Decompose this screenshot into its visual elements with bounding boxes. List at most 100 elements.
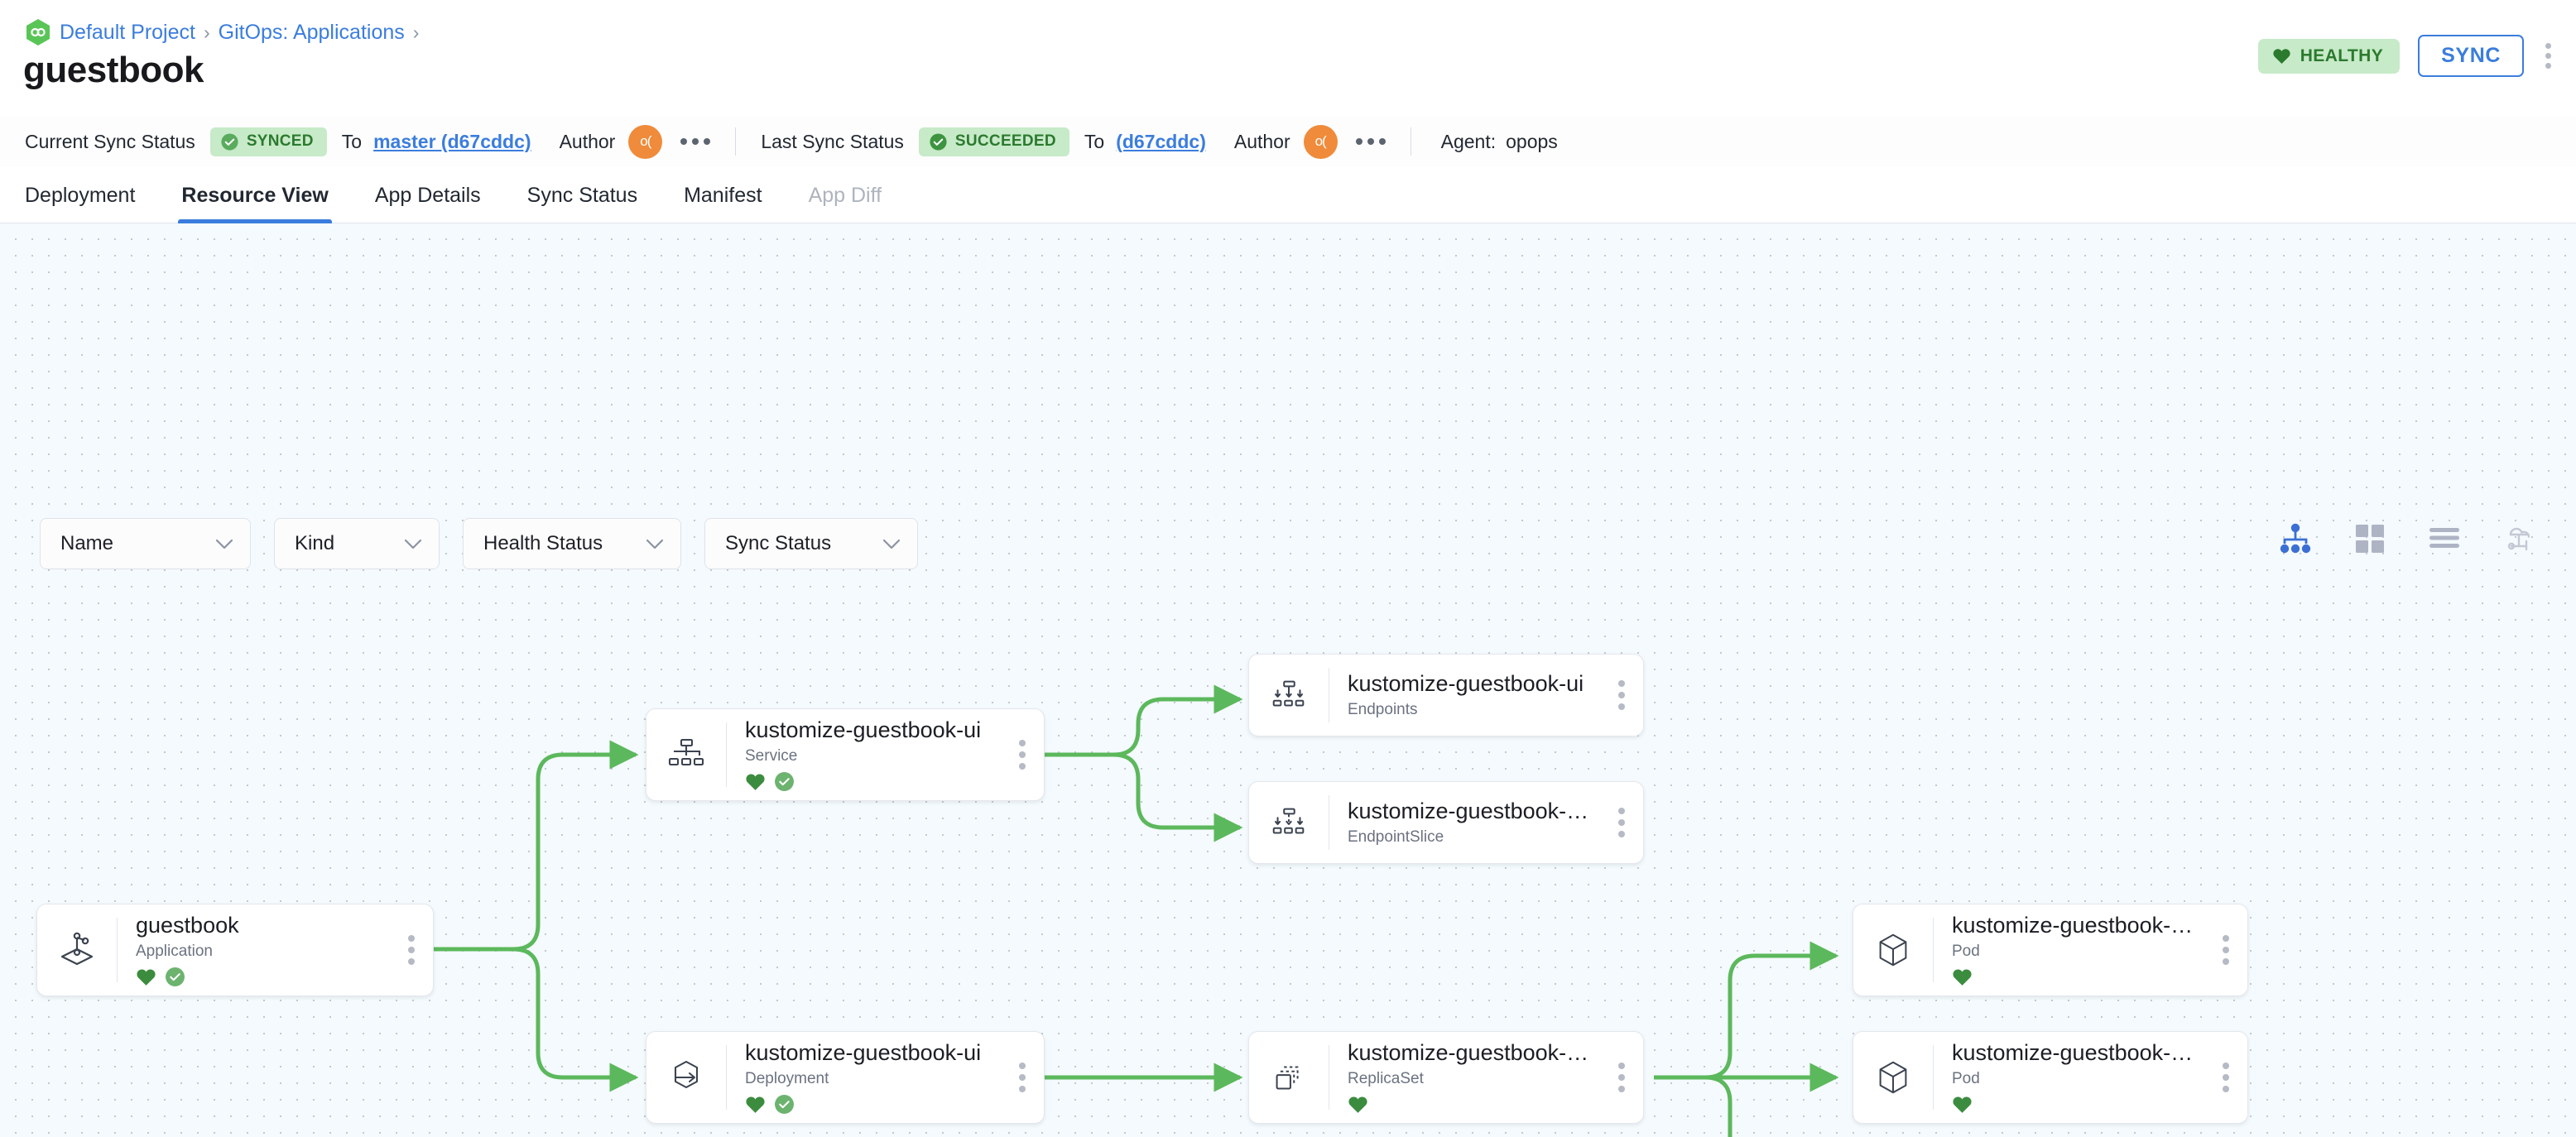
last-author-label: Author: [1233, 130, 1290, 152]
kebab-vertical-icon[interactable]: [1600, 808, 1643, 837]
breadcrumb-separator: ›: [412, 21, 420, 43]
chevron-down-icon: [882, 539, 901, 549]
divider: [117, 918, 118, 982]
sync-button[interactable]: SYNC: [2418, 35, 2524, 77]
filter-kind-label: Kind: [295, 532, 335, 554]
node-kind: Application: [136, 943, 213, 961]
filter-name[interactable]: Name: [40, 518, 251, 569]
last-sync-status-chip: SUCCEEDED: [918, 127, 1069, 156]
deployment-icon: [646, 1056, 726, 1099]
chevron-down-icon: [646, 539, 664, 549]
status-badge-healthy: HEALTHY: [2257, 38, 2401, 74]
resource-graph-canvas[interactable]: Name Kind Health Status Sync Status: [0, 223, 2576, 1137]
kebab-vertical-icon[interactable]: [2204, 1063, 2247, 1092]
service-icon: [646, 733, 726, 776]
last-revision-link[interactable]: (d67cddc): [1116, 130, 1206, 152]
heart-icon: [1348, 1096, 1367, 1113]
last-sync-status-label: Last Sync Status: [761, 130, 904, 152]
avatar: o(: [628, 124, 663, 159]
graph-node-pod[interactable]: kustomize-guestbook-ui-... Pod: [1853, 1031, 2248, 1124]
kebab-vertical-icon[interactable]: [1600, 680, 1643, 710]
heart-icon: [137, 969, 156, 986]
check-circle-icon: [166, 967, 185, 986]
filter-sync-status[interactable]: Sync Status: [704, 518, 918, 569]
project-logo-icon: [26, 19, 50, 46]
kebab-vertical-icon[interactable]: [2542, 40, 2554, 72]
grid-view-icon[interactable]: [2353, 521, 2387, 556]
node-status-badges: [136, 966, 382, 987]
current-to-label: To: [341, 130, 363, 152]
graph-node-pod[interactable]: kustomize-guestbook-ui-... Pod: [1853, 904, 2248, 996]
graph-node-deployment[interactable]: kustomize-guestbook-ui Deployment: [646, 1031, 1045, 1124]
kebab-horizontal-icon[interactable]: [680, 138, 711, 145]
node-kind: Pod: [1952, 943, 1980, 961]
graph-node-endpoints[interactable]: kustomize-guestbook-ui Endpoints: [1248, 654, 1644, 736]
filter-health-status-label: Health Status: [483, 532, 603, 554]
kebab-vertical-icon[interactable]: [1001, 1063, 1044, 1092]
graph-node-endpointslice[interactable]: kustomize-guestbook-ui-... EndpointSlice: [1248, 781, 1644, 864]
sync-status-bar: Current Sync Status SYNCED To master (d6…: [0, 116, 2576, 167]
node-kind: ReplicaSet: [1348, 1070, 1424, 1088]
divider: [735, 127, 737, 156]
node-kind: Pod: [1952, 1070, 1980, 1088]
list-view-icon[interactable]: [2427, 521, 2462, 556]
tab-manifest[interactable]: Manifest: [684, 184, 762, 207]
tab-sync-status[interactable]: Sync Status: [526, 184, 638, 207]
node-name: kustomize-guestbook-ui: [745, 1039, 982, 1065]
check-circle-icon: [775, 1094, 794, 1114]
kebab-vertical-icon[interactable]: [1001, 740, 1044, 770]
check-circle-icon: [930, 132, 947, 151]
node-status-badges: [1952, 1093, 2196, 1115]
filter-health-status[interactable]: Health Status: [463, 518, 681, 569]
tab-app-details[interactable]: App Details: [374, 184, 481, 207]
tab-resource-view[interactable]: Resource View: [158, 184, 351, 223]
view-mode-toggle: [2278, 521, 2536, 556]
check-circle-icon: [775, 771, 794, 791]
heart-icon: [1953, 1096, 1972, 1113]
breadcrumb-link-default-project[interactable]: Default Project: [60, 20, 195, 44]
breadcrumb-link-gitops-applications[interactable]: GitOps: Applications: [218, 20, 405, 44]
divider: [726, 722, 727, 787]
status-badge-label: HEALTHY: [2300, 46, 2384, 65]
node-status-badges: [745, 770, 992, 792]
current-sync-status-chip: SYNCED: [209, 127, 327, 156]
filter-sync-status-label: Sync Status: [725, 532, 832, 554]
tab-bar: Deployment Resource View App Details Syn…: [0, 167, 2576, 223]
node-kind: EndpointSlice: [1348, 828, 1444, 847]
kebab-vertical-icon[interactable]: [1600, 1063, 1643, 1092]
pod-icon: [1853, 1057, 1933, 1098]
divider: [1933, 918, 1934, 982]
node-name: kustomize-guestbook-ui-...: [1952, 1039, 2196, 1065]
kebab-horizontal-icon[interactable]: [1355, 138, 1386, 145]
network-view-icon[interactable]: [2502, 521, 2536, 556]
breadcrumb: Default Project › GitOps: Applications ›: [25, 18, 419, 46]
node-kind: Deployment: [745, 1070, 829, 1088]
node-status-badges: [1348, 1093, 1592, 1115]
node-kind: Service: [745, 747, 798, 765]
top-bar: Default Project › GitOps: Applications ›…: [0, 0, 2576, 116]
application-icon: [37, 927, 117, 973]
agent-value: opops: [1506, 130, 1558, 152]
kebab-vertical-icon[interactable]: [2204, 935, 2247, 965]
kebab-vertical-icon[interactable]: [390, 935, 433, 965]
filter-kind[interactable]: Kind: [274, 518, 440, 569]
current-sync-status-label: Current Sync Status: [25, 130, 195, 152]
heart-icon: [746, 1096, 765, 1113]
graph-node-replicaset[interactable]: kustomize-guestbook-ui-... ReplicaSet: [1248, 1031, 1644, 1124]
divider: [1933, 1045, 1934, 1110]
graph-node-application[interactable]: guestbook Application: [36, 904, 434, 996]
graph-node-service[interactable]: kustomize-guestbook-ui Service: [646, 708, 1045, 801]
check-circle-icon: [221, 132, 238, 151]
current-author-label: Author: [559, 130, 616, 152]
replicaset-icon: [1249, 1057, 1329, 1098]
tab-deployment[interactable]: Deployment: [25, 184, 136, 207]
heart-icon: [1953, 969, 1972, 986]
current-revision-link[interactable]: master (d67cddc): [373, 130, 531, 152]
current-sync-status-chip-label: SYNCED: [246, 132, 314, 150]
node-name: kustomize-guestbook-ui: [1348, 670, 1584, 696]
node-status-badges: [745, 1093, 992, 1115]
filter-bar: Name Kind Health Status Sync Status: [40, 518, 918, 569]
divider: [726, 1045, 727, 1110]
tree-view-icon[interactable]: [2278, 521, 2313, 556]
node-name: kustomize-guestbook-ui-...: [1348, 1039, 1592, 1065]
